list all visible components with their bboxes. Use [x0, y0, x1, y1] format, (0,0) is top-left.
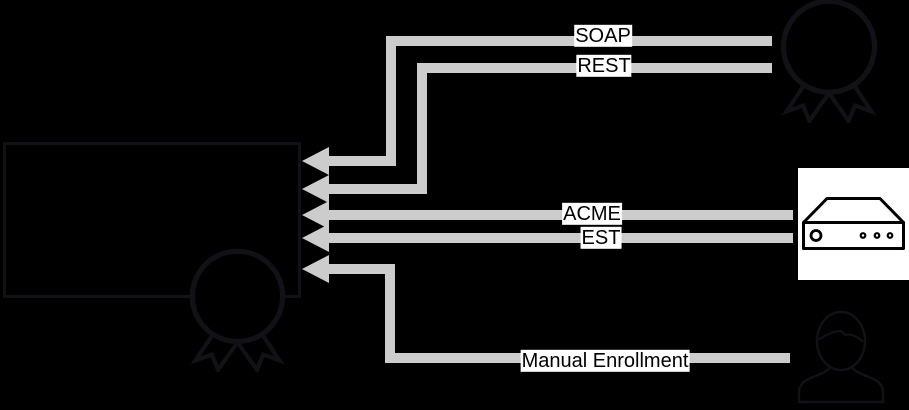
arrowhead-icon [302, 255, 329, 283]
arrowhead-icon [302, 224, 329, 252]
ribbon-medal [189, 248, 286, 345]
ca-box [3, 142, 301, 298]
server-top [802, 197, 905, 224]
server-dot [859, 232, 867, 239]
arrowhead-icon [302, 175, 329, 203]
server-dot [886, 232, 894, 239]
person-icon [797, 310, 885, 404]
connector-rest [302, 63, 772, 203]
connector-soap-line [329, 36, 772, 166]
connector-soap [302, 36, 772, 175]
label-manual: Manual Enrollment [520, 349, 690, 373]
person-body [797, 354, 885, 404]
label-rest: REST [576, 54, 632, 78]
person-hairline [817, 329, 864, 343]
server-appliance-icon [802, 197, 905, 250]
connector-est [302, 224, 793, 252]
person-head [815, 310, 867, 372]
server-knob [809, 229, 823, 242]
arrowhead-icon [302, 201, 329, 229]
certificate-ribbon-icon [780, 0, 878, 123]
connector-manual-line [329, 264, 790, 363]
ribbon-medal [780, 0, 878, 95]
connector-acme [302, 201, 793, 229]
arrowhead-icon [302, 147, 329, 175]
server-dot [873, 232, 881, 239]
label-soap: SOAP [574, 24, 632, 48]
connector-manual [302, 255, 790, 363]
label-est: EST [580, 226, 622, 250]
certificate-ribbon-icon [189, 248, 286, 372]
label-acme: ACME [562, 202, 622, 226]
server-panel [798, 168, 909, 280]
